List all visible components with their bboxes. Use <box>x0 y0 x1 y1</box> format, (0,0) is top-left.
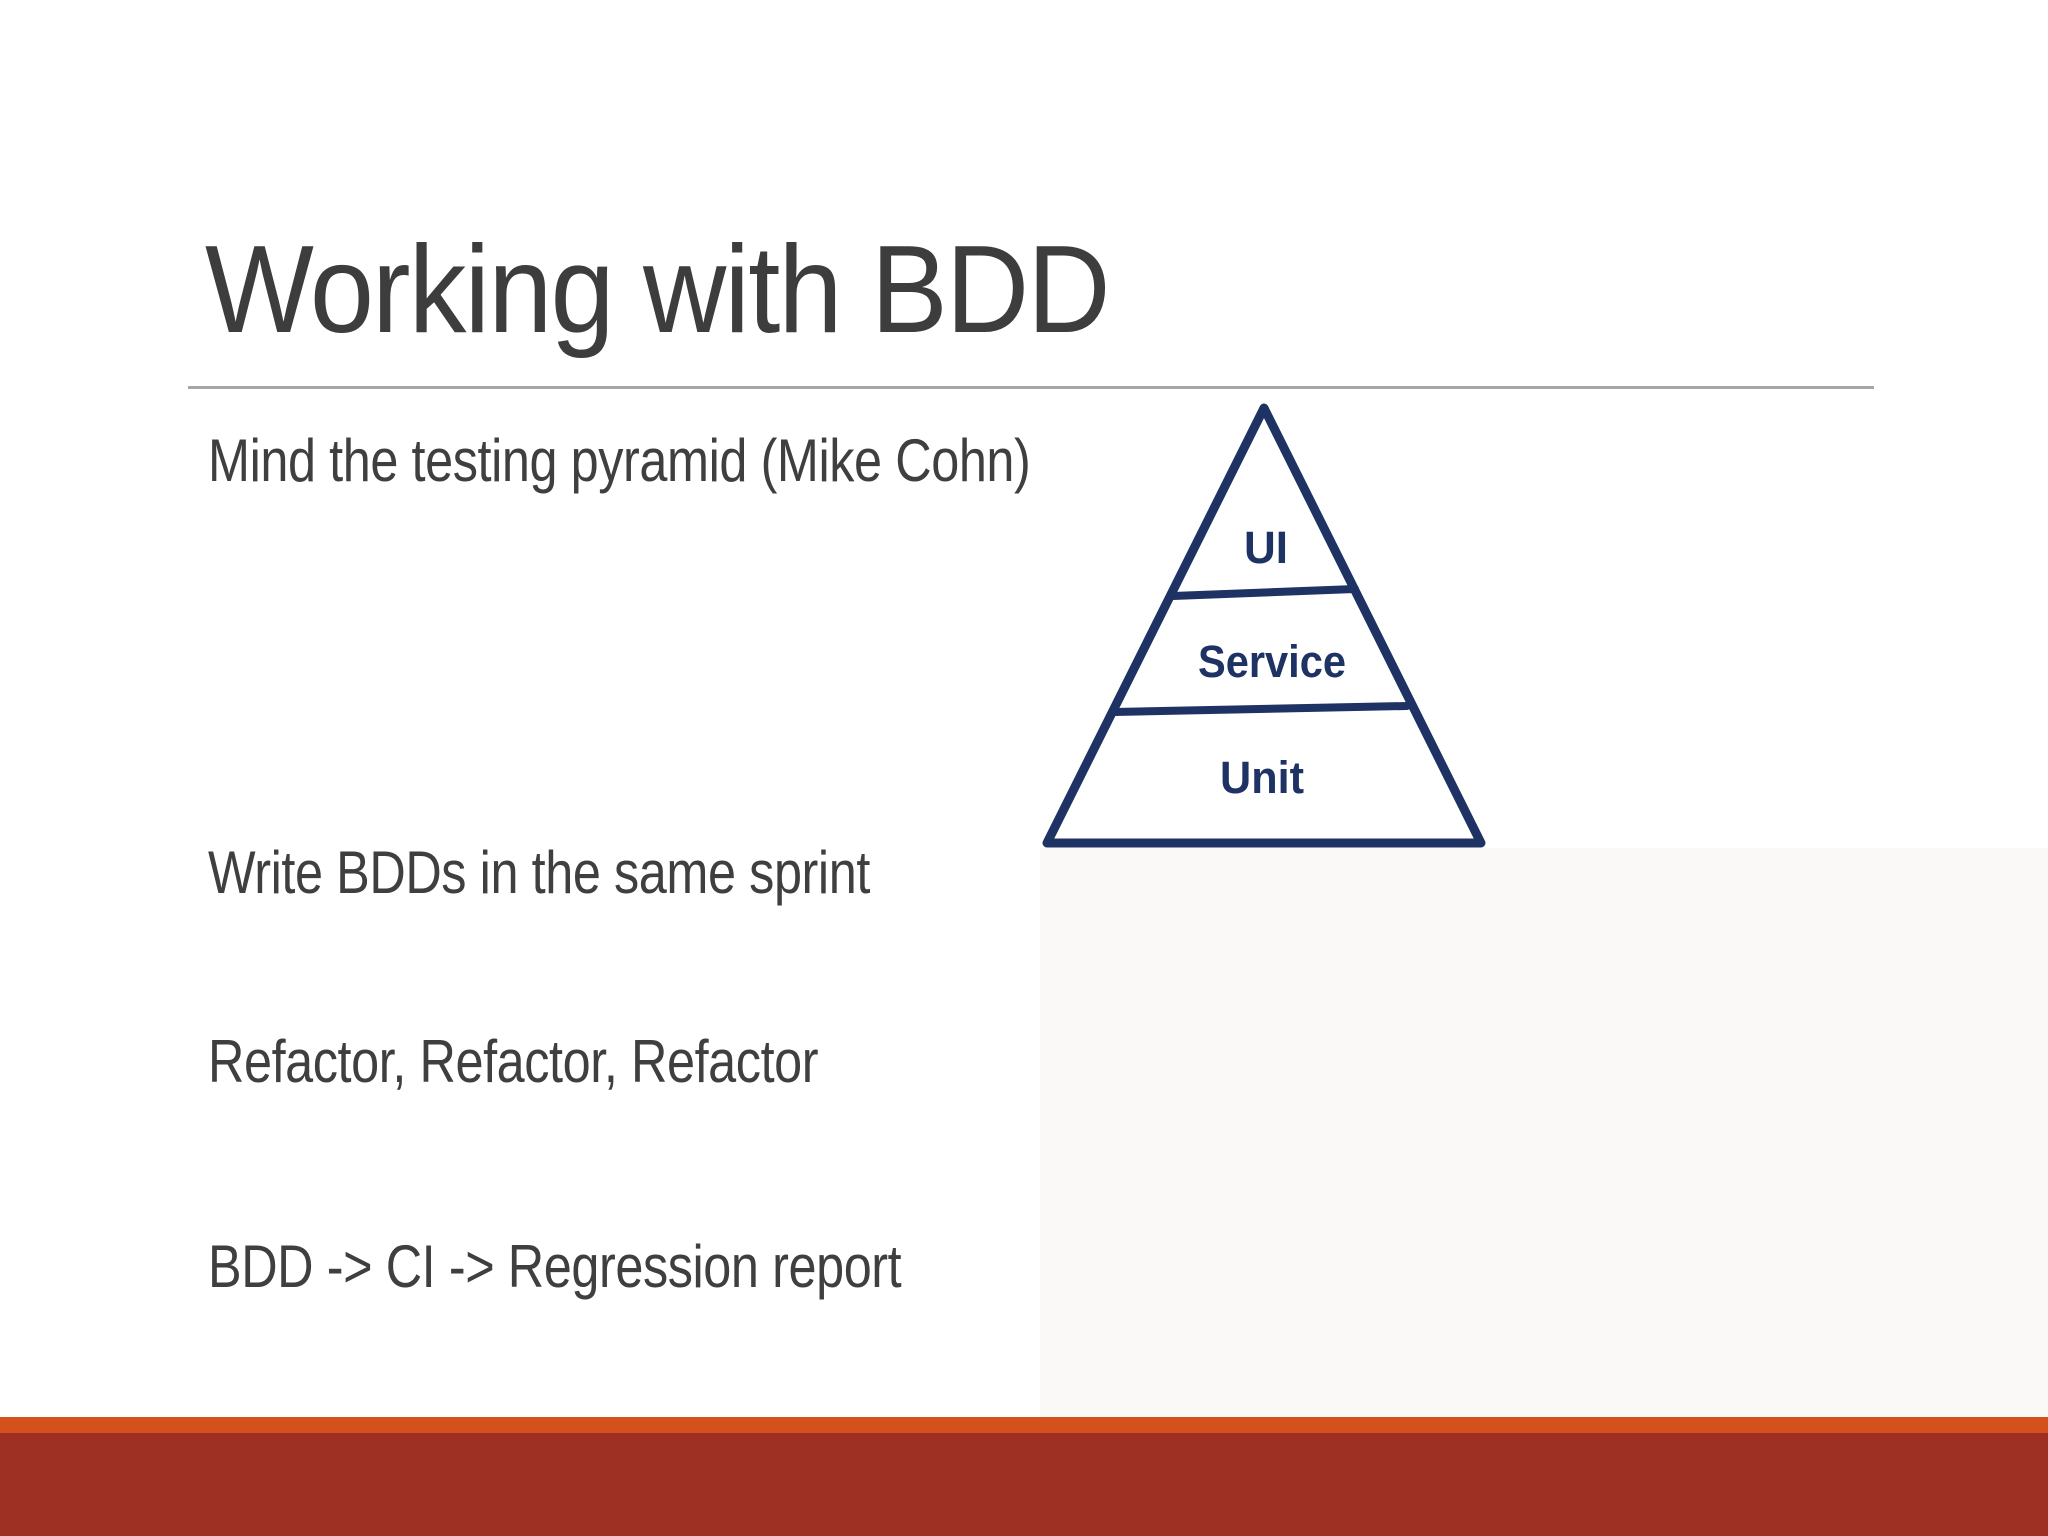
footer-band-dark-red <box>0 1433 2048 1536</box>
pyramid-divider-service-unit <box>1110 702 1411 716</box>
pyramid-level-label-service: Service <box>1198 636 1346 687</box>
slide-title: Working with BDD <box>205 221 1111 359</box>
bullet-line-bdd-ci-regression: BDD -> CI -> Regression report <box>208 1233 902 1300</box>
bullet-line-write-bdds: Write BDDs in the same sprint <box>208 839 870 906</box>
bullet-line-refactor: Refactor, Refactor, Refactor <box>208 1028 819 1095</box>
content-placeholder-tint <box>1040 848 2048 1417</box>
bullet-line-testing-pyramid: Mind the testing pyramid (Mike Cohn) <box>208 427 1031 494</box>
pyramid-level-label-unit: Unit <box>1220 752 1304 803</box>
title-divider-rule <box>188 386 1874 389</box>
pyramid-divider-ui-service <box>1169 585 1359 600</box>
pyramid-level-label-ui: UI <box>1244 522 1288 573</box>
pyramid-outline-triangle <box>1042 403 1486 848</box>
testing-pyramid-diagram: UI Service Unit <box>1042 403 1486 848</box>
footer-accent-bar-orange <box>0 1417 2048 1433</box>
